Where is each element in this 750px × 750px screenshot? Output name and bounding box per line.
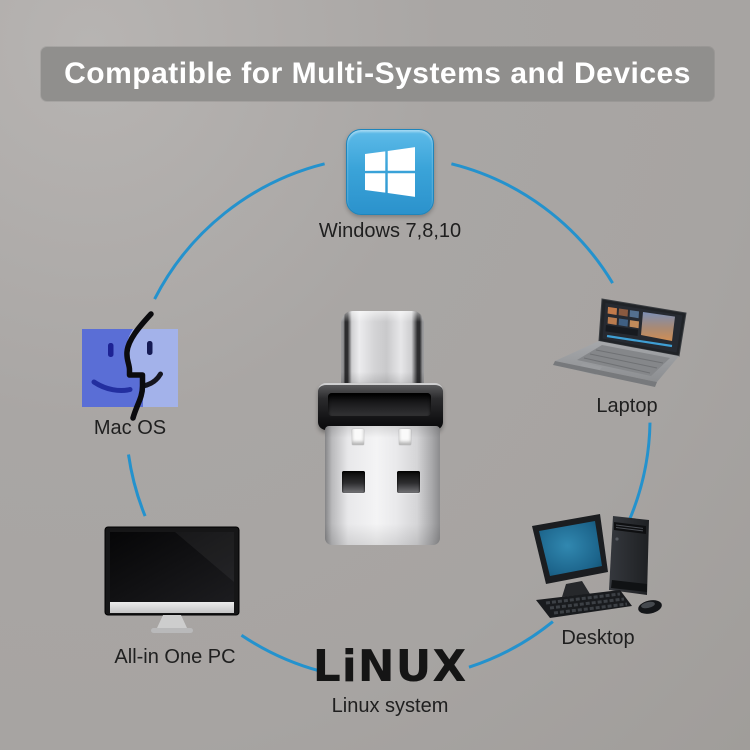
windows-logo-icon: [346, 129, 434, 215]
linux-wordmark: LiNUX: [312, 641, 468, 692]
laptop-image: [553, 298, 687, 387]
windows-logo-glyph: [365, 147, 415, 197]
desktop-pc-image: [532, 514, 662, 618]
banner-title: Compatible for Multi-Systems and Devices: [64, 57, 691, 90]
linux-label: Linux system: [331, 695, 449, 717]
node-windows: Windows 7,8,10: [300, 129, 480, 243]
node-macos: Mac OS: [60, 311, 200, 440]
usb-a-hole-right: [399, 429, 411, 445]
usb-a-contact-right: [397, 471, 420, 493]
compatibility-banner: Compatible for Multi-Systems and Devices: [41, 47, 714, 101]
node-laptop: Laptop: [550, 284, 704, 418]
usb-a-hole-left: [352, 429, 364, 445]
usb-a-contact-left: [342, 471, 365, 493]
adapter-slot: [328, 393, 431, 416]
all-in-one-pc-image: [104, 526, 240, 633]
adapter-collar: [318, 383, 443, 430]
laptop-label: Laptop: [596, 395, 658, 417]
windows-label: Windows 7,8,10: [318, 220, 462, 242]
usb-c-plug: [341, 311, 424, 389]
mac-finder-icon: [82, 311, 178, 421]
allinone-label: All-in One PC: [114, 646, 236, 668]
node-desktop: Desktop: [522, 496, 674, 650]
node-linux: LiNUX Linux system: [280, 645, 500, 718]
connection-arc: [127, 454, 147, 517]
node-allinone: All-in One PC: [103, 524, 247, 669]
desktop-label: Desktop: [561, 627, 635, 649]
macos-label: Mac OS: [93, 417, 167, 439]
